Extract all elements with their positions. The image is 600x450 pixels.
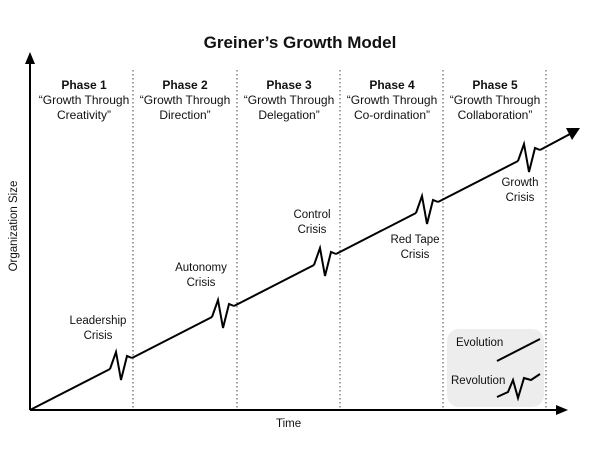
crisis-4-line1: Red Tape (390, 234, 440, 246)
phase-5-name: Phase 5 (472, 78, 518, 92)
phase-1-subtitle-line2: Creativity” (56, 108, 111, 122)
evolution-segment-4 (335, 212, 417, 255)
y-axis-label: Organization Size (8, 180, 20, 272)
legend-evolution-label: Evolution (456, 337, 504, 349)
growth-line-arrowhead (566, 128, 580, 140)
crisis-label-5: Growth Crisis (470, 176, 570, 206)
crisis-label-2: Autonomy Crisis (151, 261, 251, 291)
phase-2-subtitle-line1: “Growth Through (139, 93, 231, 107)
phase-4-subtitle-line2: Co-ordination” (353, 108, 431, 122)
evolution-segment-6 (539, 133, 571, 151)
phase-4-subtitle-line1: “Growth Through (346, 93, 438, 107)
crisis-label-3: Control Crisis (262, 208, 362, 238)
phase-4-header: Phase 4 “Growth Through Co-ordination” (340, 78, 444, 123)
evolution-segment-1 (29, 368, 111, 411)
crisis-3-line2: Crisis (297, 224, 327, 236)
x-axis-label: Time (276, 418, 302, 430)
revolution-zigzag-1 (109, 348, 133, 381)
legend-revolution-zigzag (496, 373, 541, 402)
crisis-5-line1: Growth (501, 177, 539, 189)
crisis-label-4: Red Tape Crisis (365, 233, 465, 263)
revolution-zigzag-3 (313, 244, 337, 277)
phase-3-subtitle-line1: “Growth Through (243, 93, 335, 107)
y-axis-arrowhead (25, 52, 35, 64)
phase-1-header: Phase 1 “Growth Through Creativity” (32, 78, 136, 123)
crisis-5-line2: Crisis (505, 192, 535, 204)
evolution-segment-5 (437, 160, 519, 203)
phase-4-name: Phase 4 (369, 78, 415, 92)
x-axis-arrowhead (556, 405, 568, 415)
phase-2-name: Phase 2 (162, 78, 208, 92)
phase-1-name: Phase 1 (61, 78, 107, 92)
phase-5-subtitle-line1: “Growth Through (449, 93, 541, 107)
crisis-1-line2: Crisis (83, 330, 113, 342)
crisis-2-line2: Crisis (186, 277, 216, 289)
phase-3-subtitle-line2: Delegation” (258, 108, 320, 122)
phase-2-subtitle-line2: Direction” (159, 108, 211, 122)
phase-3-name: Phase 3 (266, 78, 312, 92)
phase-2-header: Phase 2 “Growth Through Direction” (133, 78, 237, 123)
legend-evolution-line (496, 338, 541, 362)
evolution-segment-3 (233, 264, 315, 307)
revolution-zigzag-5 (517, 140, 541, 173)
phase-3-header: Phase 3 “Growth Through Delegation” (237, 78, 341, 123)
legend-box (447, 329, 544, 407)
crisis-1-line1: Leadership (69, 315, 127, 327)
phase-5-subtitle-line2: Collaboration” (457, 108, 533, 122)
phase-1-subtitle-line1: “Growth Through (38, 93, 130, 107)
crisis-3-line1: Control (293, 209, 331, 221)
crisis-label-1: Leadership Crisis (48, 314, 148, 344)
legend-revolution-label: Revolution (451, 375, 506, 387)
revolution-zigzag-4 (415, 192, 439, 225)
phase-5-header: Phase 5 “Growth Through Collaboration” (443, 78, 547, 123)
crisis-2-line1: Autonomy (175, 262, 227, 274)
crisis-4-line2: Crisis (400, 249, 430, 261)
evolution-segment-2 (131, 316, 213, 359)
diagram-title: Greiner’s Growth Model (203, 33, 397, 52)
revolution-zigzag-2 (211, 296, 235, 329)
